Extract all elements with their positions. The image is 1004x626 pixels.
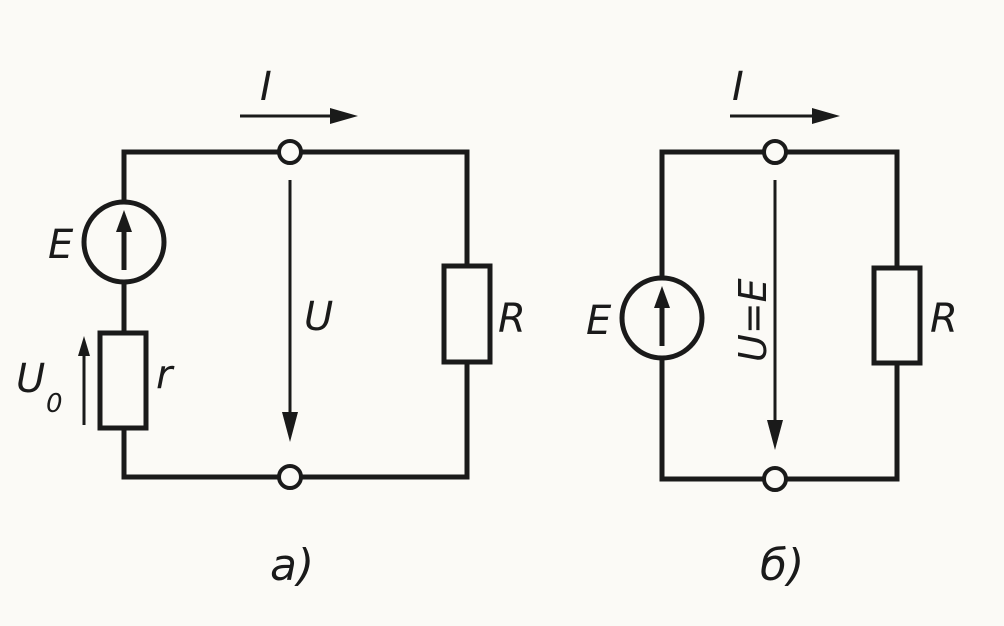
circuit-b-terminal-bottom xyxy=(762,466,788,492)
circuit-a-current-label: I xyxy=(260,64,272,110)
circuit-b: E U=E R I б) xyxy=(586,64,958,591)
circuit-a-internal-resistor-label: r xyxy=(156,352,175,398)
circuit-a-internal-drop-arrow-head xyxy=(78,336,90,356)
circuit-a-voltage-label: U xyxy=(304,294,333,340)
circuit-a-source-label: E xyxy=(48,222,74,268)
circuit-b-load-resistor xyxy=(871,265,923,366)
circuit-b-voltage-arrow-head xyxy=(767,420,783,450)
circuit-b-source-label: E xyxy=(586,298,612,344)
circuit-b-current-label: I xyxy=(732,64,744,110)
circuit-a-load-label: R xyxy=(498,296,526,342)
circuit-a-internal-resistor xyxy=(97,330,149,431)
circuit-a-current-arrow-head xyxy=(330,108,358,124)
circuit-b-terminal-top xyxy=(762,139,788,165)
circuit-a-terminal-bottom xyxy=(277,464,303,490)
circuit-b-caption: б) xyxy=(760,540,804,591)
circuit-a-voltage-arrow-head xyxy=(282,412,298,442)
circuit-a-caption: а) xyxy=(270,540,314,591)
circuit-a-internal-drop-label: U xyxy=(16,356,45,402)
circuit-a-terminal-top xyxy=(277,139,303,165)
circuit-a-source-arrow-head xyxy=(116,210,132,232)
circuit-b-voltage-label: U=E xyxy=(731,278,775,362)
circuit-a: E r U 0 U R I а) xyxy=(16,64,526,591)
circuit-b-load-label: R xyxy=(930,296,958,342)
circuit-a-load-resistor xyxy=(441,263,493,365)
circuit-b-source-arrow-head xyxy=(654,286,670,308)
circuit-b-current-arrow-head xyxy=(812,108,840,124)
circuit-a-internal-drop-subscript: 0 xyxy=(46,389,63,419)
